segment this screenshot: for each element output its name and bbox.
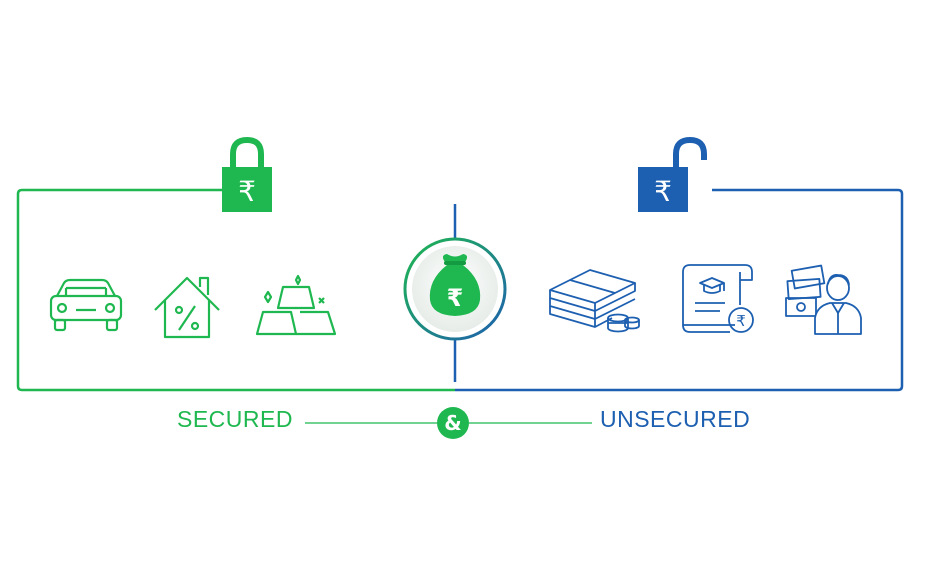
closed-padlock-rupee-icon: ₹ (222, 136, 272, 212)
salaried-person-cash-icon (785, 264, 862, 335)
unsecured-label: UNSECURED (600, 406, 751, 432)
svg-text:₹: ₹ (447, 284, 464, 312)
frame (16, 188, 904, 392)
svg-text:₹: ₹ (654, 175, 672, 208)
secured-label: SECURED (177, 406, 293, 432)
ampersand-badge: & (437, 407, 469, 439)
open-padlock-rupee-icon: ₹ (638, 136, 707, 212)
svg-text:₹: ₹ (736, 312, 746, 330)
house-percent-icon (154, 276, 220, 339)
cash-stacks-coins-icon (549, 269, 640, 333)
car-icon (49, 278, 123, 332)
svg-text:₹: ₹ (238, 175, 256, 208)
education-certificate-rupee-icon: ₹ (682, 264, 754, 333)
money-bag-rupee-icon: ₹ (403, 237, 507, 341)
gold-bars-icon (255, 274, 337, 336)
